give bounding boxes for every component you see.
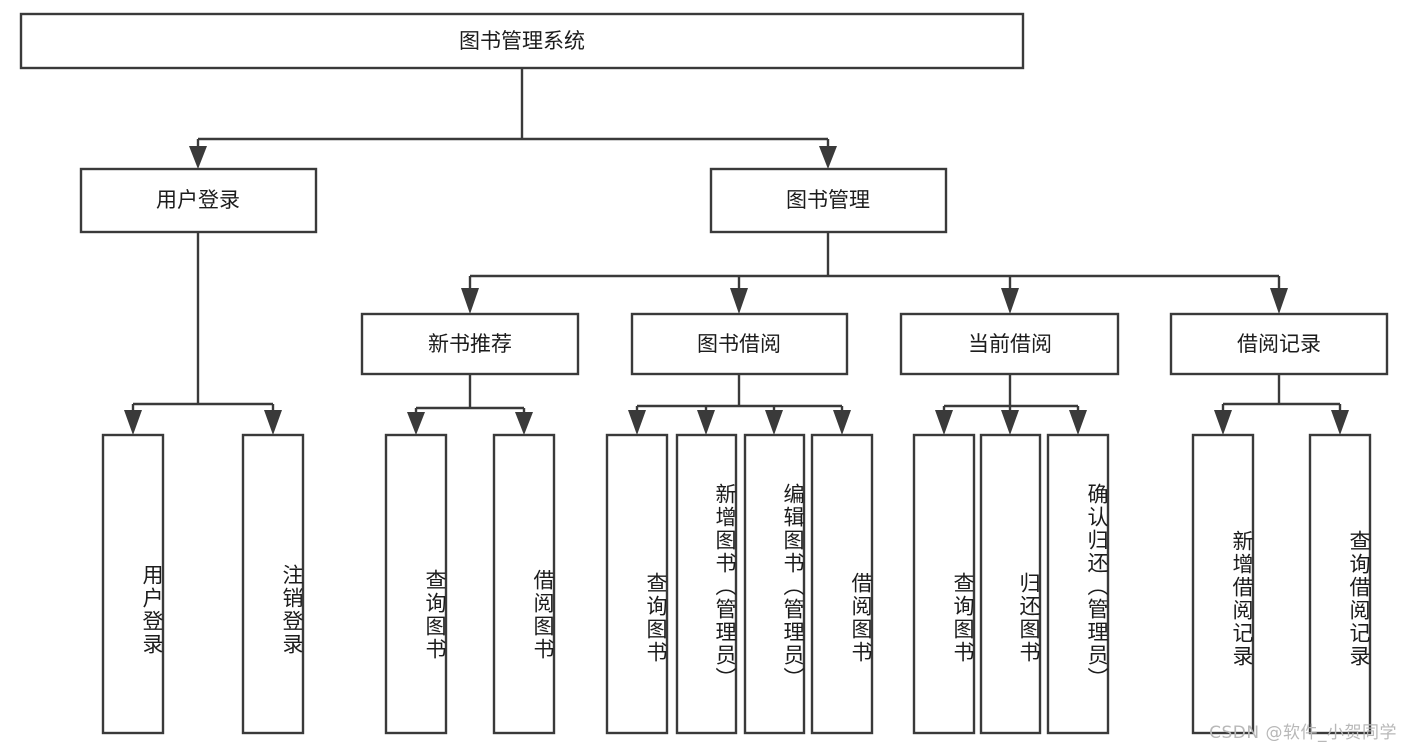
node-root-box[interactable] [19, 12, 1025, 70]
arrowhead-leaf-logout [264, 410, 282, 435]
arrowhead-borrow-record [1270, 288, 1288, 314]
arrowhead-new-book-recommend [461, 288, 479, 314]
arrowhead-leaf-borrow-book-1 [515, 412, 533, 435]
node-leaf-user-login-box[interactable] [101, 433, 165, 735]
node-user-login[interactable]: 用户登录 [79, 167, 318, 234]
node-root[interactable]: 图书管理系统 [19, 12, 1025, 70]
node-user-login-label: 用户登录 [156, 188, 240, 212]
node-leaf-query-book-2-box[interactable] [605, 433, 669, 735]
node-book-borrow-label: 图书借阅 [697, 332, 781, 356]
node-leaf-add-record-box[interactable] [1191, 433, 1255, 735]
connector-group-book-management [461, 232, 1288, 314]
connector-group-book-borrow [628, 374, 851, 435]
connector-group-borrow-record [1214, 374, 1349, 435]
node-current-borrow-box[interactable] [899, 312, 1120, 376]
csdn-watermark: CSDN @软件_小贺同学 [1209, 723, 1397, 743]
arrowhead-book-borrow [730, 288, 748, 314]
arrowhead-leaf-edit-book [765, 410, 783, 435]
connector-group-new-book-recommend [407, 374, 533, 435]
arrowhead-current-borrow [1001, 288, 1019, 314]
node-book-management-box[interactable] [709, 167, 948, 234]
node-borrow-record[interactable]: 借阅记录 [1169, 312, 1389, 376]
node-book-borrow-box[interactable] [630, 312, 849, 376]
node-borrow-record-box[interactable] [1169, 312, 1389, 376]
node-leaf-query-book-3-box[interactable] [912, 433, 976, 735]
node-current-borrow-label: 当前借阅 [968, 332, 1052, 356]
node-current-borrow[interactable]: 当前借阅 [899, 312, 1120, 376]
node-book-management[interactable]: 图书管理 [709, 167, 948, 234]
connector-group-current-borrow [935, 374, 1087, 435]
arrowhead-leaf-user-login [124, 410, 142, 435]
node-leaf-borrow-book-1-box[interactable] [492, 433, 556, 735]
node-user-login-box[interactable] [79, 167, 318, 234]
connector-group-root [189, 68, 837, 169]
node-leaf-add-book-box[interactable] [675, 433, 738, 735]
node-leaf-logout-box[interactable] [241, 433, 305, 735]
arrowhead-book-management [819, 146, 837, 169]
node-leaf-confirm-return-box[interactable] [1046, 433, 1110, 735]
node-leaf-borrow-book-2-box[interactable] [810, 433, 874, 735]
arrowhead-leaf-query-record [1331, 410, 1349, 435]
arrowhead-leaf-query-book-3 [935, 410, 953, 435]
arrowhead-leaf-query-book-2 [628, 410, 646, 435]
arrowhead-leaf-confirm-return [1069, 410, 1087, 435]
arrowhead-leaf-borrow-book-2 [833, 410, 851, 435]
node-borrow-record-label: 借阅记录 [1237, 332, 1321, 356]
arrowhead-leaf-return-book [1001, 410, 1019, 435]
node-new-book-recommend[interactable]: 新书推荐 [360, 312, 580, 376]
node-book-management-label: 图书管理 [786, 188, 870, 212]
node-leaf-query-book-1-box[interactable] [384, 433, 448, 735]
arrowhead-leaf-query-book-1 [407, 412, 425, 435]
node-new-book-recommend-box[interactable] [360, 312, 580, 376]
node-leaf-query-record-box[interactable] [1308, 433, 1372, 735]
node-root-label: 图书管理系统 [459, 29, 585, 53]
arrowhead-user-login [189, 146, 207, 169]
connector-group-user-login [124, 232, 282, 435]
arrowhead-leaf-add-record [1214, 410, 1232, 435]
arrowhead-leaf-add-book [697, 410, 715, 435]
node-book-borrow[interactable]: 图书借阅 [630, 312, 849, 376]
node-leaf-return-book-box[interactable] [979, 433, 1042, 735]
node-new-book-recommend-label: 新书推荐 [428, 332, 512, 356]
node-leaf-edit-book-box[interactable] [743, 433, 806, 735]
